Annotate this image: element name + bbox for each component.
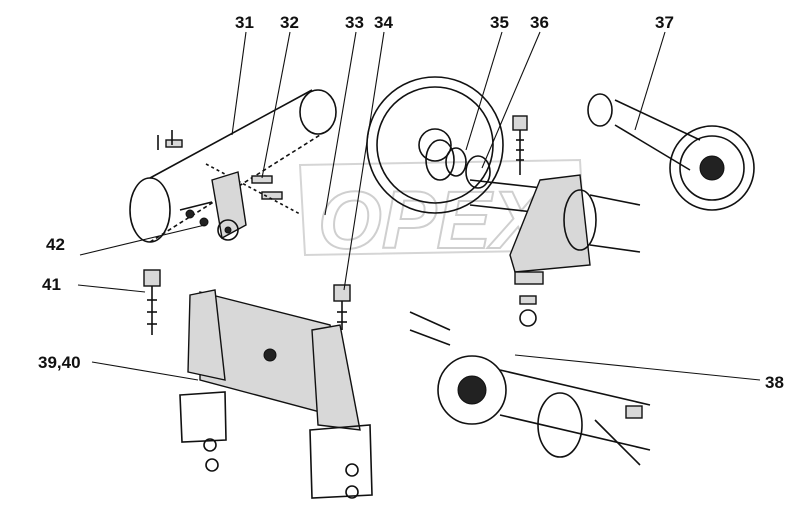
callout-41: 41 (42, 275, 61, 294)
bearing-housing (509, 174, 641, 327)
callout-32: 32 (280, 13, 299, 32)
bolt-36 (512, 115, 528, 175)
callout-36: 36 (530, 13, 549, 32)
callout-39-40: 39,40 (38, 353, 81, 372)
callout-35: 35 (490, 13, 509, 32)
callout-34: 34 (374, 13, 393, 32)
tensioner-bracket (179, 171, 247, 241)
callout-37: 37 (655, 13, 674, 32)
callout-33: 33 (345, 13, 364, 32)
callout-31: 31 (235, 13, 254, 32)
leader-lines (77, 31, 761, 381)
callout-42: 42 (46, 235, 65, 254)
sprocket-shaft-37 (587, 93, 755, 211)
callout-38: 38 (765, 373, 784, 392)
chain-sprocket-assembly-38 (409, 311, 651, 466)
bolt-34 (333, 284, 351, 330)
frame-mounts (179, 289, 373, 499)
bolt-41 (143, 269, 161, 335)
